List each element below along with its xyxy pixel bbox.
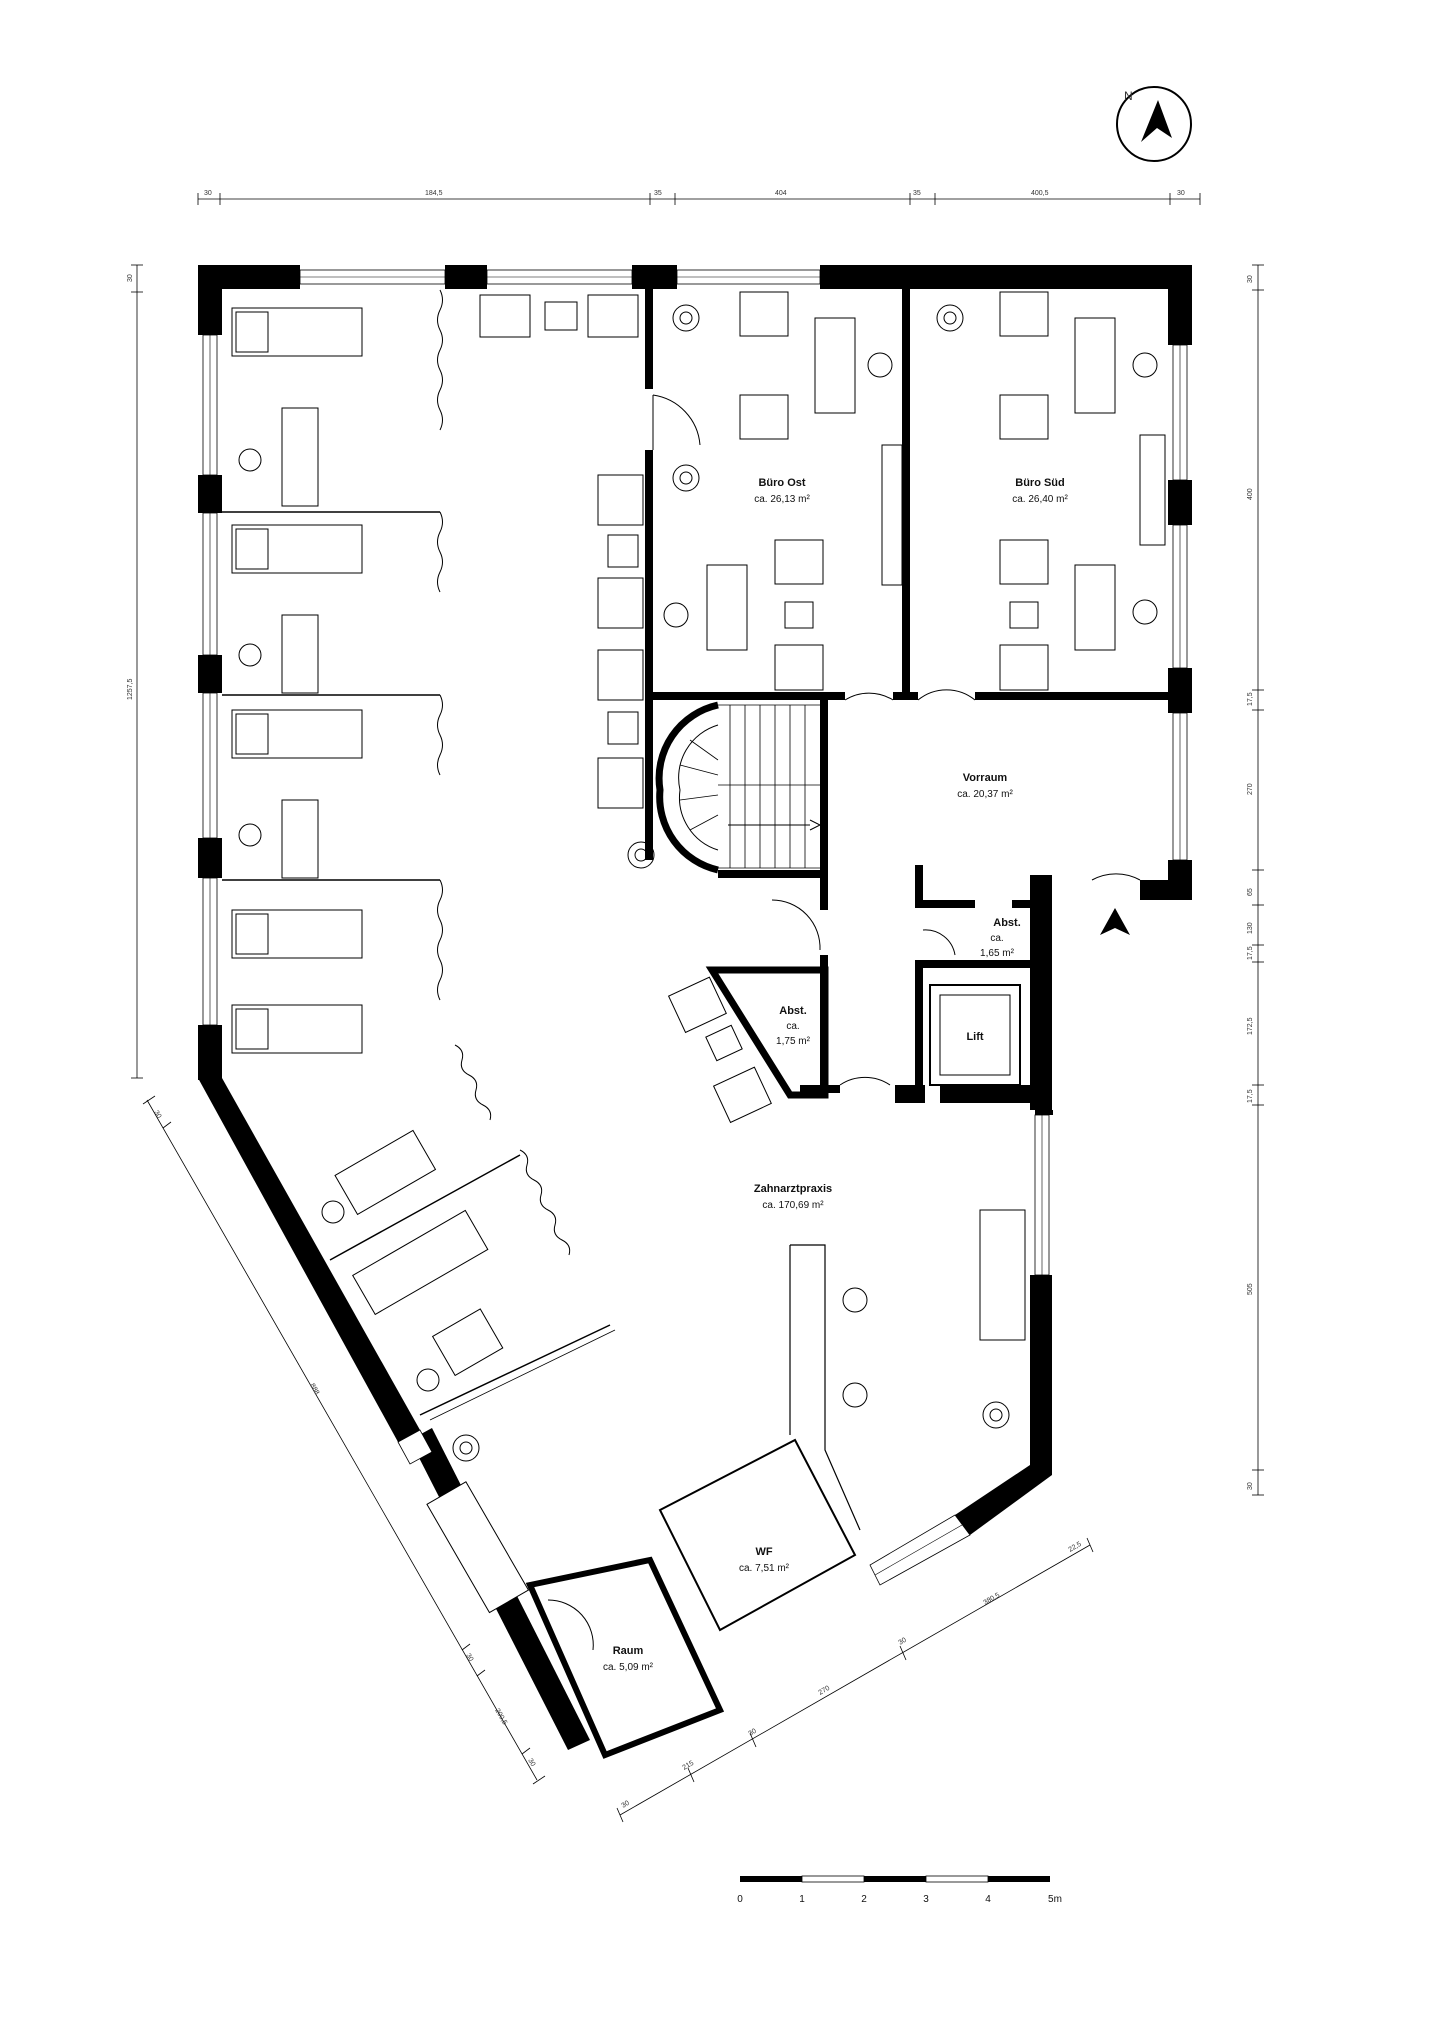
dim-diag-left-2: 30	[464, 1653, 474, 1663]
treatment-chair	[231, 307, 363, 357]
dim-diag-left-4: 30	[526, 1758, 536, 1768]
dim-right-8: 17,5	[1247, 1089, 1254, 1103]
room-wf-name: WF	[755, 1546, 772, 1558]
dim-left-0: 30	[127, 274, 134, 282]
scale-bar: 0 1 2 3 4 5m	[737, 1875, 1062, 1905]
plant-icon	[452, 1434, 480, 1462]
room-abst-1-area1: ca.	[990, 933, 1003, 944]
scale-label-2: 2	[861, 1894, 867, 1905]
lift-shaft	[929, 984, 1021, 1086]
scale-label-5: 5m	[1048, 1894, 1062, 1905]
dim-right-0: 30	[1247, 275, 1254, 283]
dim-top-6: 30	[1177, 190, 1185, 197]
dim-top-2: 35	[654, 190, 662, 197]
room-raum-area: ca. 5,09 m²	[603, 1662, 654, 1673]
plant-icon	[982, 1401, 1010, 1429]
reception-counter	[789, 1244, 861, 1531]
room-buero-ost-name: Büro Ost	[758, 477, 805, 489]
plants	[452, 304, 1010, 1462]
plant-icon	[672, 464, 700, 492]
dim-right-6: 17,5	[1247, 946, 1254, 960]
treatment-chair	[231, 909, 363, 959]
dimension-top: 30 184,5 35 404 35 400,5 30	[197, 190, 1201, 205]
dim-right-5: 130	[1247, 922, 1254, 934]
scale-label-0: 0	[737, 1894, 743, 1905]
room-abst-1-area2: 1,65 m²	[980, 948, 1015, 959]
dim-right-9: 505	[1247, 1283, 1254, 1295]
room-buero-sued-area: ca. 26,40 m²	[1012, 494, 1068, 505]
dim-top-5: 400,5	[1031, 190, 1049, 197]
dim-diag-bottom-1: 215	[682, 1760, 696, 1772]
north-arrow-icon: N	[1116, 86, 1192, 162]
dim-right-3: 270	[1247, 783, 1254, 795]
furniture	[231, 291, 1166, 1614]
plant-icon	[936, 304, 964, 332]
room-zahnarztpraxis-area: ca. 170,69 m²	[762, 1200, 824, 1211]
dim-diag-bottom-5: 380,5	[983, 1592, 1002, 1607]
room-raum-name: Raum	[613, 1645, 644, 1657]
room-abst-2-area2: 1,75 m²	[776, 1036, 811, 1047]
plant-icon	[672, 304, 700, 332]
dim-right-10: 30	[1247, 1482, 1254, 1490]
room-buero-ost-area: ca. 26,13 m²	[754, 494, 810, 505]
scale-label-3: 3	[923, 1894, 929, 1905]
room-abst-2-area1: ca.	[786, 1021, 799, 1032]
doors	[547, 394, 1141, 1651]
dimension-diag-left: 30 888 30 200,5 30	[142, 1095, 546, 1785]
treatment-chair	[231, 524, 363, 574]
dimension-left: 30 1257,5	[127, 264, 143, 1079]
dim-top-3: 404	[775, 190, 787, 197]
room-labels: Büro Ost ca. 26,13 m² Büro Süd ca. 26,40…	[603, 477, 1068, 1673]
scale-label-1: 1	[799, 1894, 805, 1905]
north-label: N	[1124, 89, 1133, 103]
room-vorraum-area: ca. 20,37 m²	[957, 789, 1013, 800]
dim-top-0: 30	[204, 190, 212, 197]
scale-label-4: 4	[985, 1894, 991, 1905]
dim-left-1: 1257,5	[127, 678, 134, 700]
room-abst-1-name: Abst.	[993, 917, 1021, 929]
dim-right-4: 65	[1247, 888, 1254, 896]
room-wf-area: ca. 7,51 m²	[739, 1563, 790, 1574]
entrance-arrow-icon	[1100, 908, 1130, 935]
staircase	[655, 701, 822, 874]
treatment-chair	[231, 709, 363, 759]
room-zahnarztpraxis-name: Zahnarztpraxis	[754, 1183, 832, 1195]
room-vorraum-name: Vorraum	[963, 772, 1008, 784]
dim-top-1: 184,5	[425, 190, 443, 197]
dim-diag-bottom-2: 30	[748, 1728, 758, 1738]
dim-diag-left-0: 30	[152, 1110, 162, 1120]
dim-diag-bottom-0: 30	[621, 1800, 631, 1810]
partitions	[222, 289, 616, 1421]
dim-diag-left-3: 200,5	[493, 1708, 508, 1727]
room-buero-sued-name: Büro Süd	[1015, 477, 1065, 489]
dim-diag-bottom-6: 22,5	[1068, 1541, 1083, 1554]
dim-diag-left-1: 888	[308, 1383, 320, 1397]
room-lift-name: Lift	[966, 1031, 983, 1043]
dimension-right: 30 400 17,5 270 65 130 17,5 172,5 17,5 5…	[1247, 264, 1264, 1496]
treatment-chair	[231, 1004, 363, 1054]
plant-icon	[627, 841, 655, 869]
dim-diag-bottom-3: 270	[818, 1685, 832, 1697]
interior-walls	[525, 289, 1168, 1759]
dim-top-4: 35	[913, 190, 921, 197]
dim-diag-bottom-4: 30	[898, 1637, 908, 1647]
dim-right-7: 172,5	[1247, 1017, 1254, 1035]
dim-right-1: 400	[1247, 488, 1254, 500]
dim-right-2: 17,5	[1247, 692, 1254, 706]
room-abst-2-name: Abst.	[779, 1005, 807, 1017]
dimension-diag-bottom: 30 215 30 270 30 380,5 22,5	[616, 1537, 1094, 1823]
